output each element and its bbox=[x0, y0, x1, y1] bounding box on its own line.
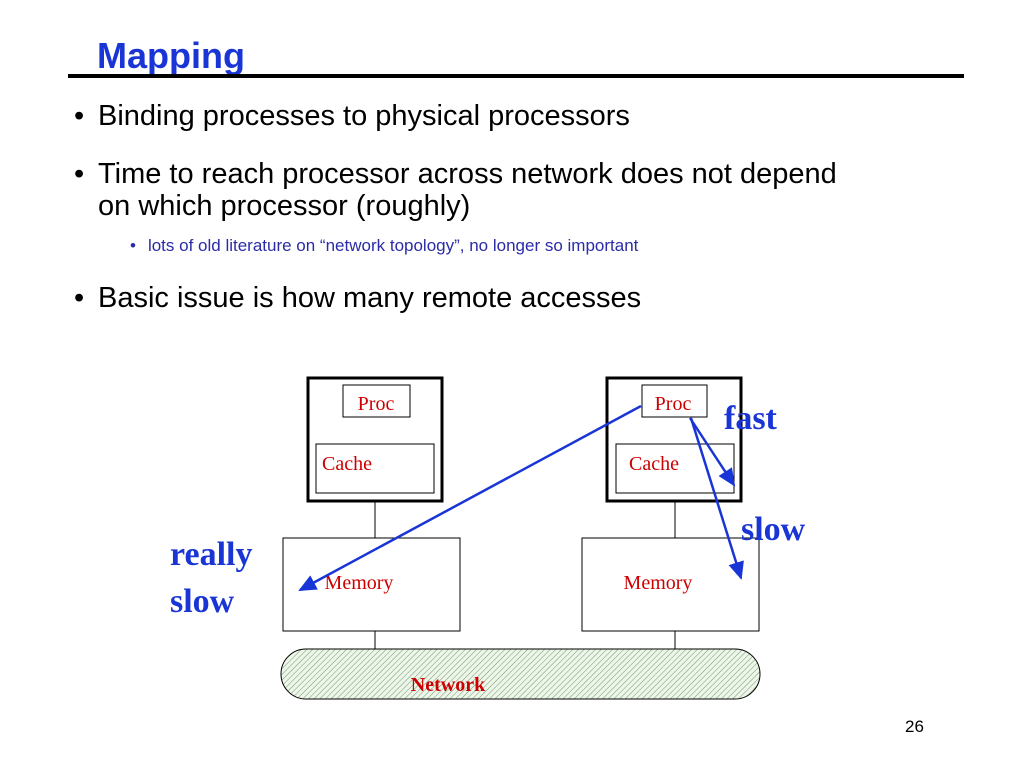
bullet-dot-icon: • bbox=[74, 100, 85, 132]
slow-access-arrow bbox=[689, 417, 744, 580]
memory-label: Memory bbox=[325, 572, 394, 594]
bullet-item: • Binding processes to physical processo… bbox=[74, 100, 868, 132]
bullet-text: Time to reach processor across network d… bbox=[98, 158, 837, 222]
sub-bullet-item: • lots of old literature on “network topo… bbox=[130, 236, 638, 256]
memory-label: Memory bbox=[624, 572, 693, 594]
fast-access-arrow bbox=[688, 417, 736, 487]
sub-bullet-dot-icon: • bbox=[130, 236, 136, 255]
page-number: 26 bbox=[905, 717, 924, 736]
slide-title: Mapping bbox=[97, 35, 245, 76]
proc-label: Proc bbox=[358, 393, 395, 415]
memory-box bbox=[581, 537, 760, 632]
network: Network bbox=[280, 648, 761, 700]
access-arrows bbox=[298, 404, 744, 592]
processor-node-left: Proc Cache Memory bbox=[282, 376, 461, 650]
bullet-text: Basic issue is how many remote accesses bbox=[98, 282, 642, 314]
proc-box bbox=[641, 384, 708, 418]
really-slow-label-line2: slow bbox=[170, 583, 235, 620]
really-slow-label-line1: really bbox=[170, 536, 252, 573]
bullet-dot-icon: • bbox=[74, 158, 85, 190]
sub-bullet-text: lots of old literature on “network topol… bbox=[147, 236, 639, 255]
fast-label: fast bbox=[724, 400, 778, 437]
bullet-dot-icon: • bbox=[74, 282, 85, 314]
proc-box bbox=[342, 384, 411, 418]
processor-node-right: Proc Cache Memory bbox=[581, 376, 760, 650]
cache-box bbox=[315, 443, 435, 494]
bullet-item: • Time to reach processor across network… bbox=[74, 158, 868, 222]
network-bus bbox=[280, 648, 761, 700]
bullet-item: • Basic issue is how many remote accesse… bbox=[74, 282, 868, 314]
network-label: Network bbox=[411, 674, 486, 696]
title-underline bbox=[68, 74, 964, 78]
cache-label: Cache bbox=[629, 453, 679, 475]
proc-label: Proc bbox=[655, 393, 692, 415]
remote-access-arrow bbox=[298, 404, 642, 592]
cache-label: Cache bbox=[322, 453, 372, 475]
bullet-text: Binding processes to physical processors bbox=[98, 100, 630, 132]
cache-box bbox=[615, 443, 735, 494]
slow-label: slow bbox=[741, 511, 806, 548]
